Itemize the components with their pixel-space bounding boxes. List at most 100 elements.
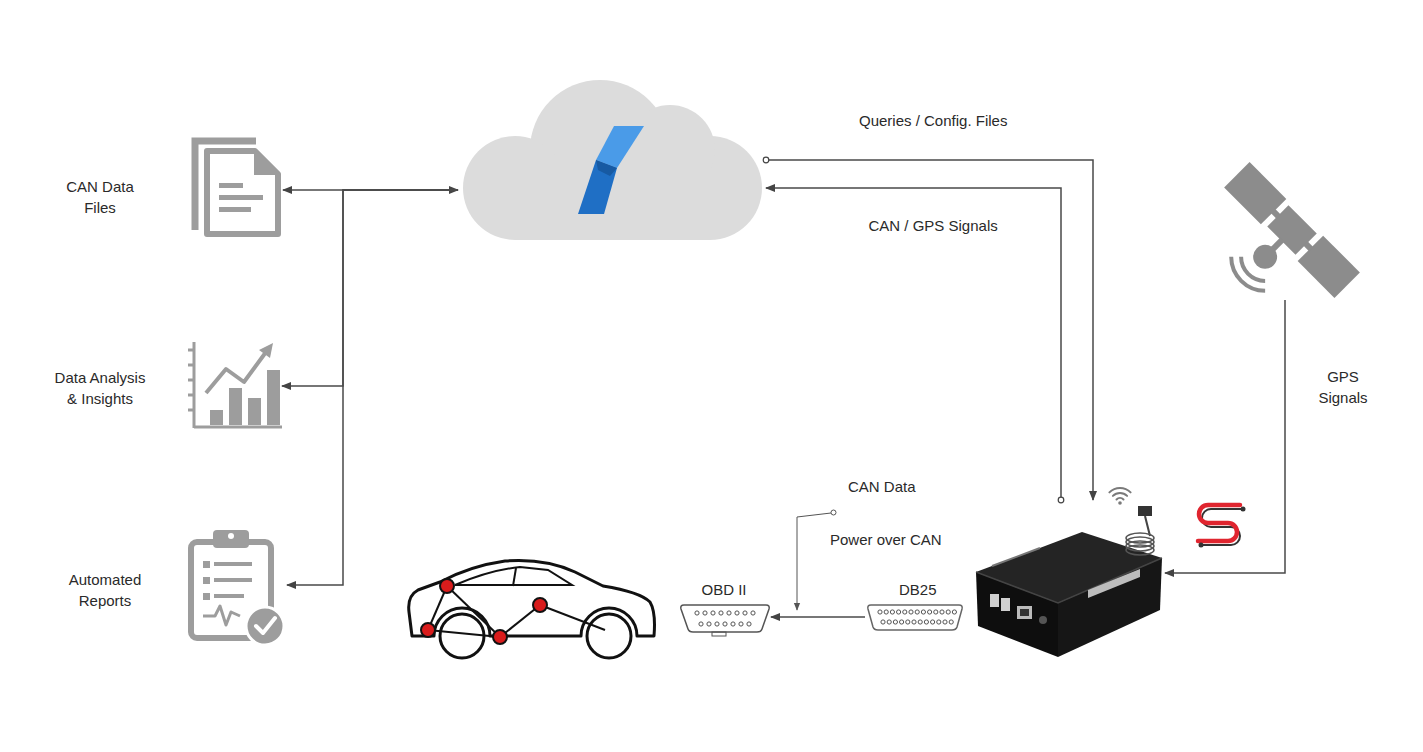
circle-shape <box>703 611 707 615</box>
circle-shape <box>952 610 956 614</box>
circle-shape <box>727 611 731 615</box>
path-shape <box>1198 505 1240 541</box>
rect-shape <box>1298 236 1360 298</box>
circle-shape <box>931 620 935 624</box>
circle-shape <box>1039 616 1047 624</box>
polygon-shape <box>1088 569 1140 598</box>
satellite-icon-art <box>1212 165 1367 300</box>
polyline-shape <box>203 606 240 625</box>
rect-shape <box>1271 209 1281 219</box>
circle-shape <box>715 622 719 626</box>
line-shape <box>188 394 194 397</box>
circle-shape <box>878 610 882 614</box>
logger-device <box>972 500 1165 662</box>
path-shape <box>578 160 617 214</box>
circle-shape <box>903 610 907 614</box>
line-shape <box>188 349 194 352</box>
rect-shape <box>1138 506 1152 516</box>
path-shape <box>596 160 617 176</box>
connector-label: CAN / GPS Signals <box>869 215 998 236</box>
circle-shape <box>1248 240 1282 274</box>
path-shape <box>797 513 831 610</box>
circle-shape <box>946 610 950 614</box>
path-shape <box>596 126 644 168</box>
circle-shape <box>440 614 484 658</box>
circle-shape <box>440 579 454 593</box>
rect-shape <box>203 561 210 568</box>
connector-arrow <box>771 616 865 618</box>
path-shape <box>681 605 769 632</box>
line-shape <box>992 548 1040 566</box>
rect-shape <box>219 207 251 212</box>
circle-shape <box>723 622 727 626</box>
signal-label: Power over CAN <box>830 529 942 550</box>
circle-shape <box>937 620 941 624</box>
circle-shape <box>228 533 234 539</box>
circle-shape <box>695 611 699 615</box>
path-shape <box>254 151 278 175</box>
connector-arrow <box>1165 300 1285 573</box>
circle-shape <box>943 620 947 624</box>
circle-shape <box>1199 543 1204 548</box>
circle-shape <box>587 614 631 658</box>
rect-shape <box>219 195 263 200</box>
circle-shape <box>890 610 894 614</box>
rect-shape <box>1303 241 1313 251</box>
path-shape <box>868 605 962 630</box>
circle-shape <box>739 622 743 626</box>
g-shape <box>428 586 605 637</box>
circle-shape <box>747 622 751 626</box>
rect-shape <box>1267 205 1316 254</box>
circle-shape <box>915 610 919 614</box>
circle-shape <box>735 611 739 615</box>
path-shape <box>207 151 278 234</box>
line-shape <box>194 426 282 429</box>
connector-arrow <box>766 160 1093 500</box>
g-shape <box>1126 533 1154 555</box>
circle-shape <box>897 610 901 614</box>
rect-shape <box>213 530 249 548</box>
rect-shape <box>1017 606 1032 619</box>
polygon-shape <box>976 572 1058 657</box>
connector-label: Queries / Config. Files <box>859 110 1007 131</box>
circle-shape <box>918 620 922 624</box>
rect-shape <box>267 370 280 425</box>
rect-shape <box>990 594 999 607</box>
circle-shape <box>887 620 891 624</box>
circle-shape <box>884 610 888 614</box>
logger-device-art <box>972 500 1165 662</box>
rect-shape <box>210 410 223 425</box>
db25-connector: DB25 <box>865 578 963 634</box>
connector-arrow <box>283 189 458 191</box>
car-illustration <box>400 555 662 660</box>
signal-label: CAN Data <box>848 476 916 497</box>
cloud-shape <box>458 78 766 244</box>
line-shape <box>540 605 605 630</box>
connector-label: GPS Signals <box>1311 366 1375 408</box>
rect-shape <box>712 632 726 636</box>
line-shape <box>188 364 194 367</box>
circle-shape <box>949 620 953 624</box>
circle-shape <box>493 630 507 644</box>
circle-shape <box>1118 501 1122 505</box>
circle-shape <box>900 620 904 624</box>
node-label: DB25 <box>899 579 937 600</box>
wifi-icon <box>1109 488 1130 505</box>
g-shape <box>463 80 762 240</box>
circle-shape <box>906 620 910 624</box>
circle-shape <box>909 610 913 614</box>
path-shape <box>1224 257 1265 298</box>
car-illustration-art <box>400 555 662 660</box>
circle-shape <box>940 610 944 614</box>
path-shape <box>1117 498 1124 499</box>
rect-shape <box>203 593 210 600</box>
cloud-shape-art <box>458 78 766 244</box>
connector-arrow <box>766 188 1061 500</box>
circle-shape <box>711 611 715 615</box>
circle-shape <box>921 610 925 614</box>
circle-shape <box>912 620 916 624</box>
g-shape <box>188 342 282 428</box>
node-label: Data Analysis & Insights <box>50 367 150 409</box>
rect-shape <box>229 388 242 425</box>
